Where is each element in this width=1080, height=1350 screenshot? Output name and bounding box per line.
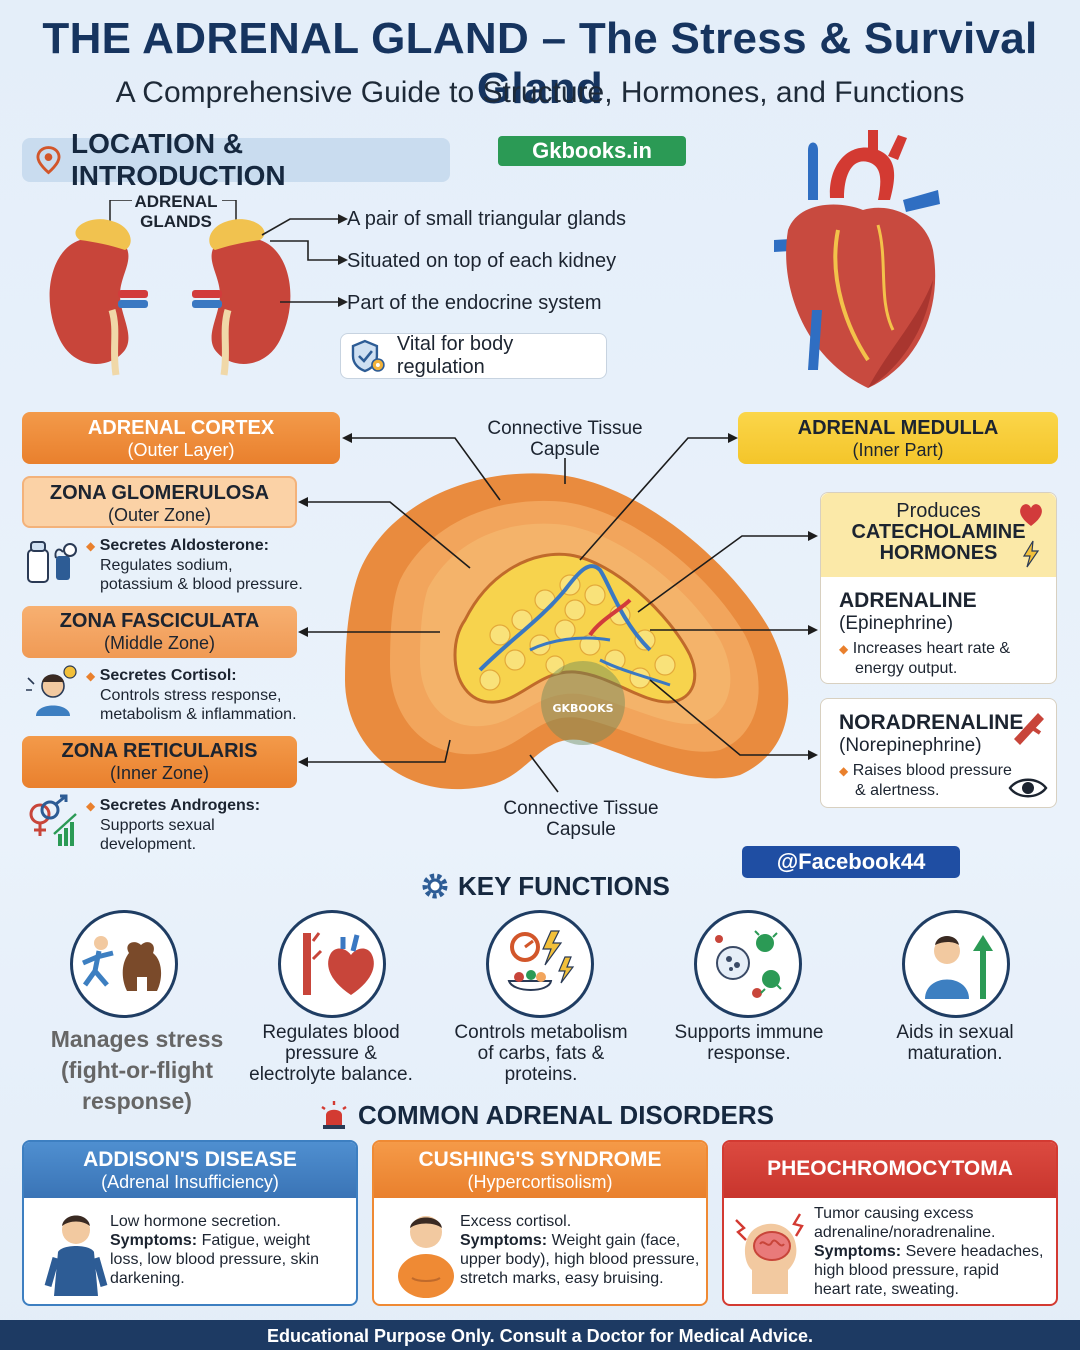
catecholamine-header: Produces CATECHOLAMINE HORMONES: [821, 493, 1056, 577]
location-fact-2: Situated on top of each kidney: [347, 250, 617, 272]
adrenaline-desc: ◆ Increases heart rate & energy output.: [839, 640, 1011, 677]
adrenaline-section: ADRENALINE (Epinephrine) ◆ Increases hea…: [821, 577, 1056, 678]
headache-brain-icon: [735, 1213, 804, 1294]
adrenal-cortex-header: ADRENAL CORTEX (Outer Layer): [22, 412, 340, 464]
eye-icon: [1008, 778, 1048, 798]
cushings-header: CUSHING'S SYNDROME (Hypercortisolism): [374, 1142, 706, 1198]
zona-reticularis-header: ZONA RETICULARIS (Inner Zone): [22, 736, 297, 788]
cushings-desc: Excess cortisol. Symptoms: Weight gain (…: [460, 1213, 700, 1287]
adrenal-medulla-header: ADRENAL MEDULLA (Inner Part): [738, 412, 1058, 464]
kf-label-sexual: Aids in sexual maturation.: [896, 1022, 1014, 1064]
disorder-card-addisons: ADDISON'S DISEASE (Adrenal Insufficiency…: [22, 1140, 358, 1306]
page-subtitle: A Comprehensive Guide to Structure, Horm…: [115, 76, 965, 109]
adrenal-cross-section: GKBOOKS: [345, 473, 789, 790]
alarm-siren-icon: [321, 1101, 347, 1129]
overweight-person-icon: [398, 1216, 454, 1298]
disorder-card-cushings: CUSHING'S SYNDROME (Hypercortisolism) Ex…: [372, 1140, 708, 1306]
gender-growth-icon: [29, 794, 77, 846]
noradrenaline-desc: ◆ Raises blood pressure & alertness.: [839, 762, 1012, 799]
addisons-desc: Low hormone secretion. Symptoms: Fatigue…: [110, 1213, 319, 1287]
key-functions-title: KEY FUNCTIONS: [458, 870, 670, 901]
heart-vessels-icon: [303, 932, 374, 995]
footer-disclaimer: Educational Purpose Only. Consult a Doct…: [0, 1320, 1080, 1350]
tired-person-icon: [44, 1215, 108, 1296]
pointer-lines: [298, 433, 818, 793]
capsule-label-top: Connective Tissue Capsule: [487, 418, 643, 460]
energy-bolt-icon: [1022, 540, 1040, 568]
page-title: THE ADRENAL GLAND – The Stress & Surviva…: [42, 14, 1038, 113]
kf-label-metabolism: Controls metabolism of carbs, fats & pro…: [454, 1022, 628, 1085]
zona-glomerulosa-header: ZONA GLOMERULOSA (Outer Zone): [22, 476, 297, 528]
zona-glomerulosa-desc: ◆ Secretes Aldosterone: Regulates sodium…: [86, 537, 303, 593]
kf-icon-immune: [694, 910, 802, 1018]
brand-badge[interactable]: Gkbooks.in: [498, 136, 686, 166]
disorders-title: COMMON ADRENAL DISORDERS: [358, 1099, 775, 1130]
pheochromocytoma-header: PHEOCHROMOCYTOMA: [724, 1142, 1056, 1198]
heart-illustration: [774, 130, 940, 388]
heart-icon: [1020, 504, 1042, 526]
zona-reticularis-desc: ◆ Secretes Androgens: Supports sexual de…: [86, 797, 261, 853]
kf-icon-bp: [278, 910, 386, 1018]
disorders-header: COMMON ADRENAL DISORDERS: [318, 1097, 778, 1133]
pheochromocytoma-desc: Tumor causing excess adrenaline/noradren…: [814, 1205, 1044, 1298]
gear-icon: [422, 873, 448, 899]
location-section-header: LOCATION & INTRODUCTION: [22, 128, 450, 191]
kf-label-bp: Regulates blood pressure & electrolyte b…: [249, 1022, 413, 1085]
gkbooks-watermark: GKBOOKS: [552, 702, 613, 715]
zona-fasciculata-desc: ◆ Secretes Cortisol: Controls stress res…: [86, 667, 297, 723]
adrenal-glands-label: ADRENAL GLANDS: [134, 192, 218, 231]
location-pin-icon: [36, 146, 61, 175]
location-arrows: [261, 214, 348, 307]
kf-icon-metabolism: [486, 910, 594, 1018]
kf-icon-sexual: [902, 910, 1010, 1018]
kf-icon-stress: [70, 910, 178, 1018]
shield-gear-icon: [351, 339, 385, 373]
zona-fasciculata-header: ZONA FASCICULATA (Middle Zone): [22, 606, 297, 658]
key-functions-header: KEY FUNCTIONS: [420, 868, 680, 904]
disorder-card-pheochromocytoma: PHEOCHROMOCYTOMA Tumor causing excess ad…: [722, 1140, 1058, 1306]
kf-label-immune: Supports immune response.: [674, 1022, 824, 1064]
metabolism-food-icon: [507, 930, 575, 991]
capsule-label-bottom: Connective Tissue Capsule: [503, 798, 659, 840]
kidneys-illustration: [49, 200, 291, 376]
salt-bp-icon: [27, 541, 77, 583]
immune-cells-icon: [715, 930, 782, 998]
vital-callout: Vital for body regulation: [340, 333, 607, 379]
location-section-title: LOCATION & INTRODUCTION: [70, 128, 286, 191]
catecholamine-card: Produces CATECHOLAMINE HORMONES ADRENALI…: [820, 492, 1057, 684]
facebook-handle-badge[interactable]: @Facebook44: [742, 846, 960, 878]
running-person-bear-icon: [82, 936, 162, 991]
growth-person-icon: [925, 935, 993, 999]
blood-vessel-icon: [1014, 713, 1044, 745]
vital-text: Vital for body regulation: [396, 333, 514, 378]
noradrenaline-card: NORADRENALINE (Norepinephrine) ◆ Raises …: [820, 698, 1057, 808]
kf-label-stress: Manages stress (fight-or-flight response…: [50, 1026, 224, 1114]
stressed-person-icon: [26, 665, 77, 716]
addisons-header: ADDISON'S DISEASE (Adrenal Insufficiency…: [24, 1142, 356, 1198]
location-fact-1: A pair of small triangular glands: [347, 208, 627, 230]
location-fact-3: Part of the endocrine system: [347, 292, 602, 314]
